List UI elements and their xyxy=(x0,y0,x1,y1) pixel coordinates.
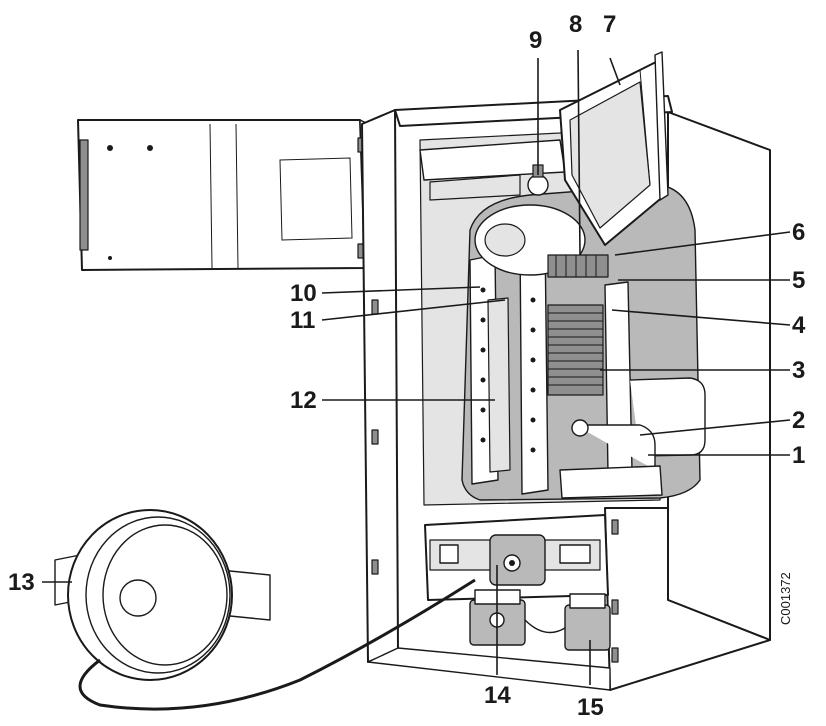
callout-9: 9 xyxy=(529,27,542,54)
control-box xyxy=(424,514,609,601)
drawing-code: C001372 xyxy=(778,572,793,625)
callout-2: 2 xyxy=(792,407,805,434)
pump-15 xyxy=(564,593,611,651)
expansion-vessel xyxy=(54,509,271,681)
heat-exchanger xyxy=(461,164,706,501)
callout-10: 10 xyxy=(290,280,317,307)
front-door xyxy=(77,119,381,271)
callout-15: 15 xyxy=(577,694,604,721)
callout-1: 1 xyxy=(792,442,805,469)
callout-4: 4 xyxy=(792,312,806,339)
callout-7: 7 xyxy=(603,11,616,38)
callout-5: 5 xyxy=(792,267,805,294)
leader-lines xyxy=(42,49,791,685)
callout-12: 12 xyxy=(290,387,317,414)
cover-hood xyxy=(559,51,669,246)
vessel-hose xyxy=(78,578,476,711)
callout-13: 13 xyxy=(8,569,35,596)
callout-14: 14 xyxy=(484,682,511,709)
callout-8: 8 xyxy=(569,11,582,38)
callout-6: 6 xyxy=(792,219,805,246)
callout-3: 3 xyxy=(792,357,805,384)
pump-pipe xyxy=(524,619,566,634)
callout-11: 11 xyxy=(290,307,315,334)
